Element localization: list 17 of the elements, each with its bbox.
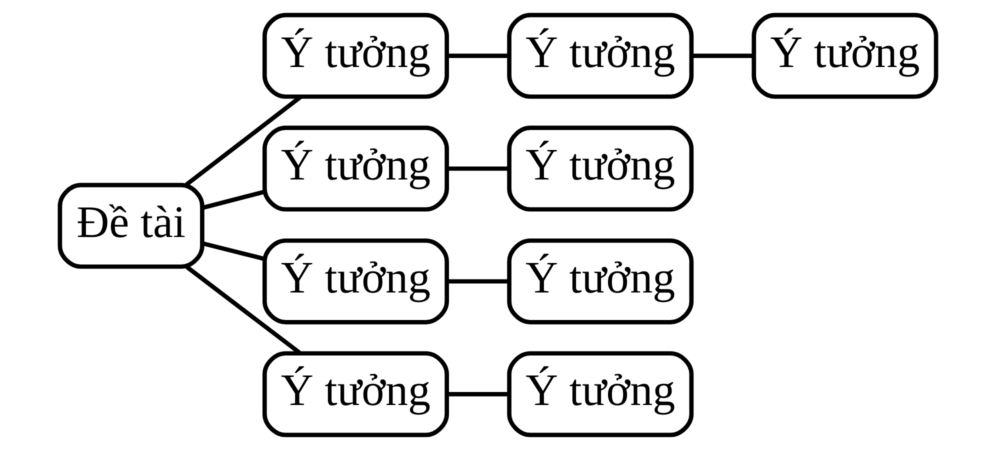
node-box: Ý tưởng <box>752 12 938 99</box>
node-box: Ý tưởng <box>507 126 694 212</box>
connector <box>447 54 509 58</box>
node-box: Ý tưởng <box>507 351 694 438</box>
node-box: Ý tưởng <box>507 12 694 99</box>
connector <box>202 241 265 261</box>
node-box: Ý tưởng <box>262 12 449 99</box>
node-box: Đề tài <box>58 182 204 269</box>
node-box: Ý tưởng <box>262 126 449 212</box>
connector <box>447 392 509 396</box>
connector <box>692 54 754 58</box>
node-box: Ý tưởng <box>262 351 449 438</box>
node-box: Ý tưởng <box>507 238 694 324</box>
connector <box>202 190 265 210</box>
connector <box>447 279 509 284</box>
node-box: Ý tưởng <box>262 238 449 324</box>
connector <box>447 166 509 171</box>
